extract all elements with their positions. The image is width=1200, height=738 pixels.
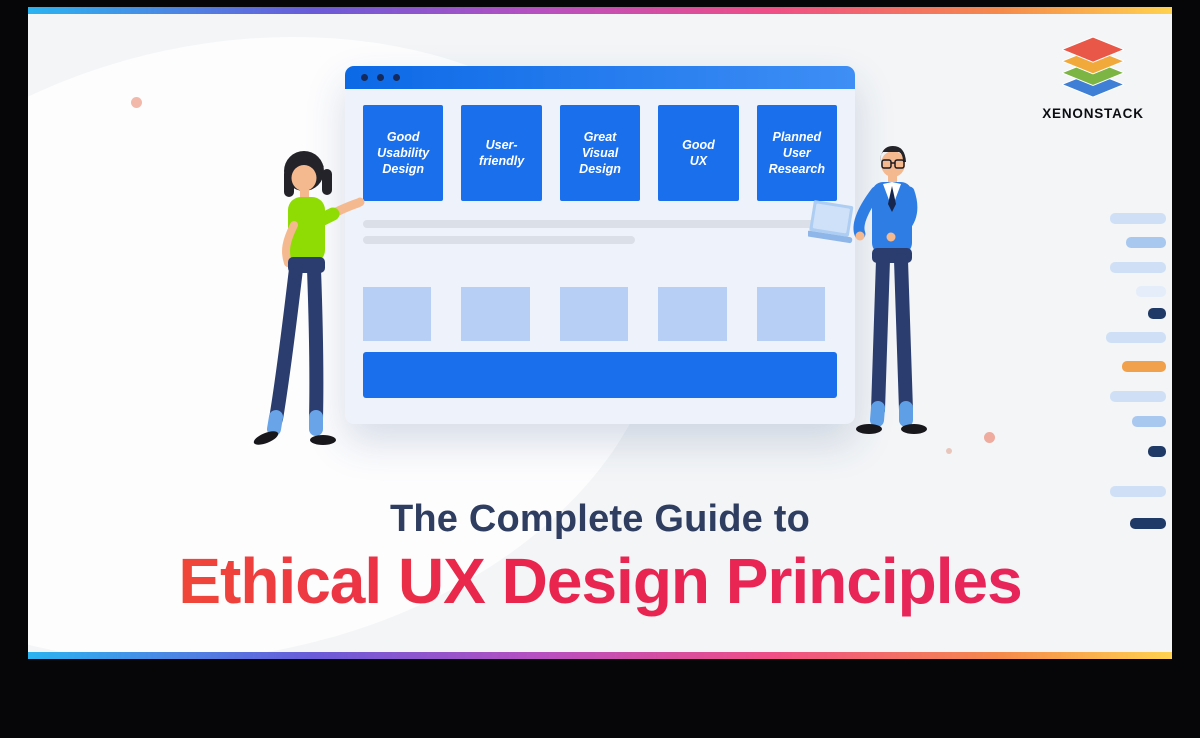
banner-canvas: XENONSTACK Good Usability Design User- f… — [28, 14, 1172, 652]
ux-principle-card: Good Usability Design — [363, 105, 444, 201]
man-shoe — [901, 424, 927, 434]
browser-header-bar — [345, 66, 855, 89]
xenonstack-logo: XENONSTACK — [1028, 36, 1158, 121]
layered-stack-icon — [1062, 36, 1124, 98]
thumbnail-cell — [658, 287, 738, 341]
thumbnail-placeholder — [461, 287, 530, 341]
decor-dot — [946, 448, 952, 454]
decor-dot — [984, 432, 995, 443]
ux-principle-card: Good UX — [658, 105, 739, 201]
decor-bar — [1126, 237, 1166, 248]
woman-shoe — [253, 431, 279, 445]
ux-cards-row: Good Usability Design User- friendly Gre… — [363, 105, 838, 201]
ux-principle-label: Great Visual Design — [579, 130, 621, 176]
woman-leg — [307, 262, 324, 426]
man-arm — [886, 186, 918, 241]
laptop-icon — [808, 200, 854, 244]
window-dot-icon — [393, 74, 400, 81]
decor-bar — [1148, 308, 1166, 319]
woman-leg — [269, 262, 303, 426]
thumbnail-placeholder — [363, 287, 432, 341]
woman-shirt — [288, 197, 325, 263]
woman-pointing-illustration — [253, 151, 365, 445]
thumbnail-cell — [756, 287, 837, 341]
woman-arm — [282, 221, 298, 267]
browser-mockup-window: Good Usability Design User- friendly Gre… — [345, 66, 855, 424]
thumbnail-placeholder — [756, 287, 825, 341]
decor-bar — [1110, 213, 1166, 224]
window-dot-icon — [377, 74, 384, 81]
woman-sleeve — [310, 207, 340, 229]
ux-principle-label: Planned User Research — [768, 130, 825, 176]
ux-principle-label: Good Usability Design — [377, 130, 430, 176]
top-gradient-strip — [28, 7, 1172, 14]
decor-bar — [1122, 361, 1166, 372]
decor-bar — [1110, 486, 1166, 497]
window-dot-icon — [361, 74, 368, 81]
thumbnail-placeholder — [658, 287, 727, 341]
man-shoe — [856, 424, 882, 434]
ux-principle-label: User- friendly — [479, 138, 525, 168]
banner-title: Ethical UX Design Principles — [28, 544, 1172, 618]
woman-hand — [355, 197, 365, 207]
bottom-gradient-strip — [28, 652, 1172, 659]
man-with-laptop-illustration — [808, 146, 927, 434]
man-hand — [886, 232, 896, 242]
ux-principle-label: Good UX — [682, 138, 715, 168]
ux-principle-card: User- friendly — [461, 105, 542, 201]
woman-head — [284, 151, 332, 197]
thumbnail-cell — [363, 287, 443, 341]
ux-principle-card: Planned User Research — [756, 105, 838, 201]
man-tie — [888, 186, 896, 212]
man-arm — [853, 186, 882, 240]
woman-cuff — [267, 410, 283, 436]
text-placeholder-line — [363, 236, 635, 244]
thumbnail-cell — [559, 287, 640, 341]
decor-bar — [1106, 332, 1166, 343]
man-cuff — [870, 401, 885, 427]
decor-bar — [1148, 446, 1166, 457]
content-banner-placeholder — [363, 352, 837, 398]
thumbnail-cell — [461, 287, 541, 341]
man-hand — [855, 231, 865, 241]
glasses-icon — [894, 159, 905, 169]
glasses-icon — [881, 159, 892, 169]
decor-bar — [1110, 391, 1166, 402]
xenonstack-logo-text: XENONSTACK — [1042, 106, 1144, 121]
decor-bar — [1132, 416, 1166, 427]
man-leg — [894, 253, 913, 417]
decor-bar — [1136, 286, 1166, 297]
thumbnail-row — [363, 287, 837, 341]
decor-dot — [131, 97, 142, 108]
logo-layer — [1062, 36, 1124, 63]
text-placeholder-line — [363, 220, 837, 228]
woman-shoe — [310, 435, 336, 445]
decor-bar — [1110, 262, 1166, 273]
woman-neck — [300, 189, 309, 199]
man-head — [880, 146, 906, 177]
ux-principle-card: Great Visual Design — [559, 105, 641, 201]
banner-subtitle: The Complete Guide to — [389, 498, 811, 540]
man-neck — [888, 175, 897, 184]
man-leg — [871, 253, 890, 417]
thumbnail-placeholder — [559, 287, 629, 341]
